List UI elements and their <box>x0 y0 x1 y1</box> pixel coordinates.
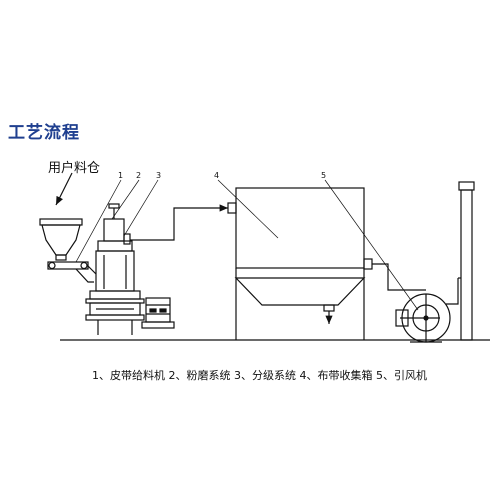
page-title: 工艺流程 <box>8 123 80 143</box>
product-duct <box>130 204 228 241</box>
callout-1: 1 <box>118 171 124 180</box>
grinding-mill <box>85 240 145 335</box>
bag-collector <box>227 187 373 340</box>
feed-bin <box>39 218 83 261</box>
callout-4: 4 <box>214 171 220 180</box>
feed-chute <box>75 268 94 283</box>
mill-motor <box>141 297 175 329</box>
exhaust-duct <box>372 263 426 291</box>
induced-draft-fan <box>395 278 459 343</box>
callout-5: 5 <box>321 171 327 180</box>
chimney <box>458 181 475 341</box>
callout-2: 2 <box>136 171 142 180</box>
belt-feeder <box>47 261 97 275</box>
diagram-legend: 1、皮带给料机 2、粉磨系统 3、分级系统 4、布带收集箱 5、引风机 <box>92 369 427 382</box>
bin-pointer-arrow <box>55 172 73 206</box>
callout-3: 3 <box>156 171 162 180</box>
feed-bin-label: 用户料仓 <box>48 161 101 176</box>
callout-leaders <box>75 179 419 311</box>
classifier <box>103 203 131 245</box>
